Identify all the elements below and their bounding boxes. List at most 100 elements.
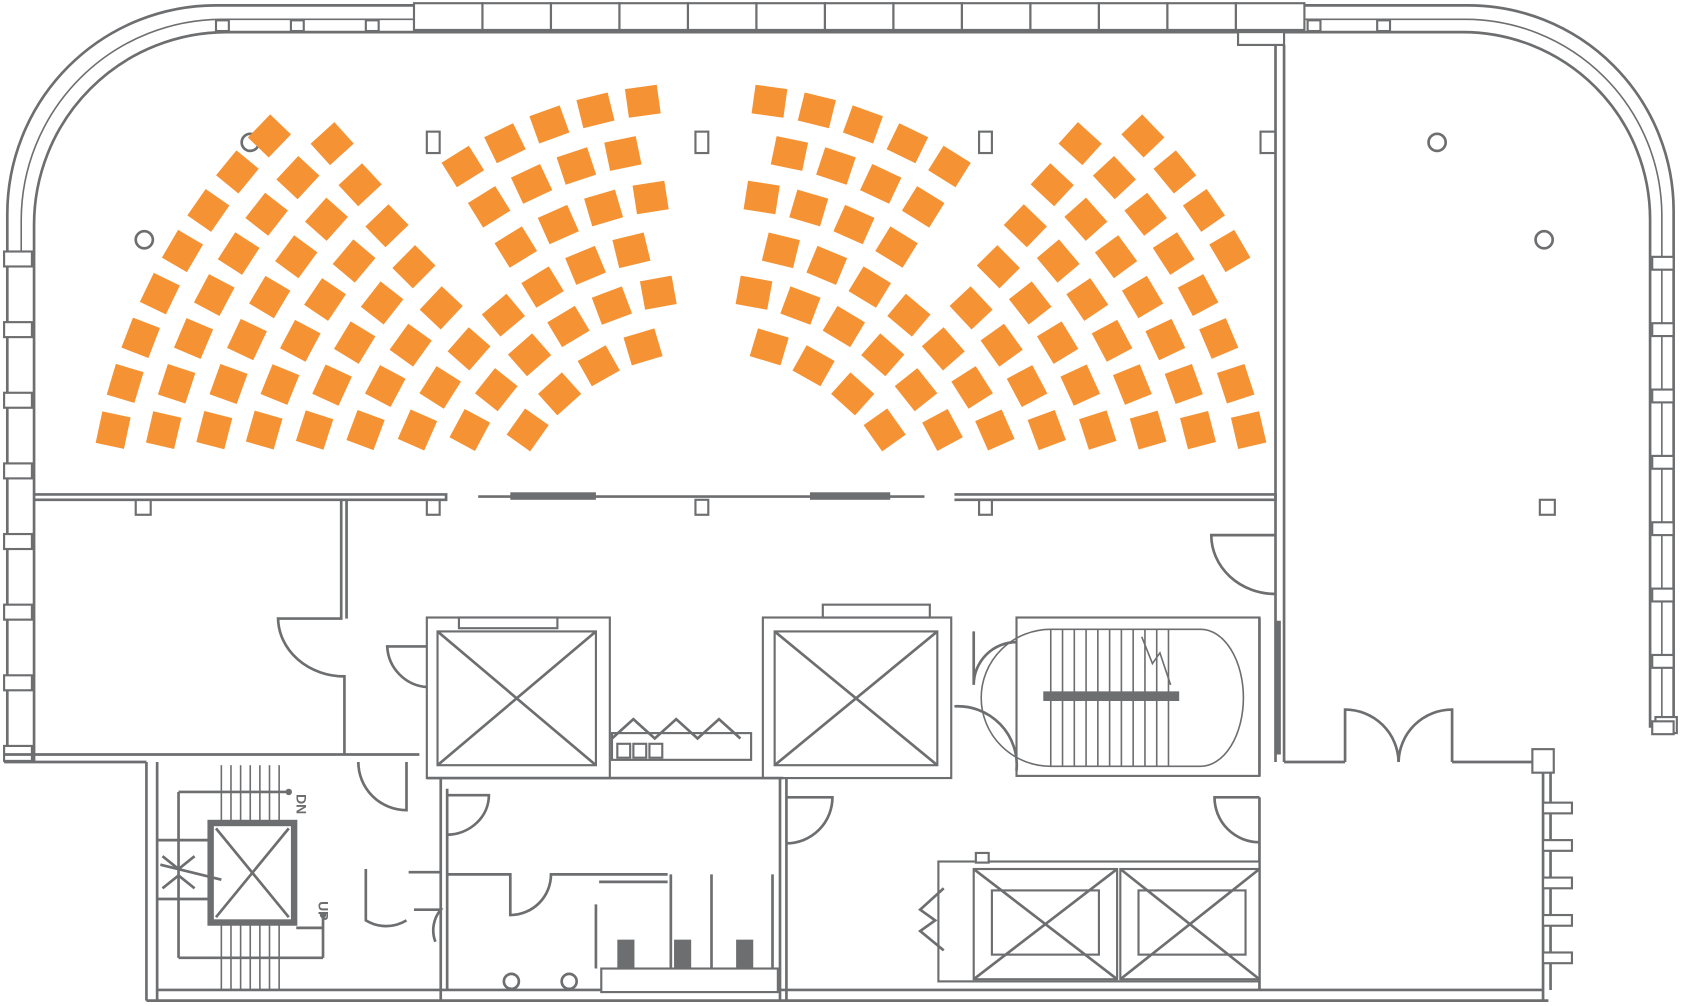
seat [161,229,204,273]
window-mullion [3,603,33,621]
window-mullion [1541,913,1574,927]
service-core [145,603,1555,1002]
seat [1124,192,1167,236]
seat [474,368,518,412]
window-mullion [1541,876,1574,890]
seat [484,123,526,164]
window-mullion [1651,255,1675,271]
stair-down-label: DN [293,794,309,814]
seat [735,275,773,310]
seat [831,372,875,416]
seat [441,145,485,188]
seat [1216,363,1255,404]
columns [134,31,1556,516]
seat [1209,229,1251,273]
seat [1152,232,1195,275]
seat [364,365,406,408]
seat [538,372,582,416]
seat [1145,318,1186,361]
seat [639,275,677,310]
seat [1079,410,1117,450]
seat [1030,163,1074,207]
seat [951,366,993,409]
window-mullion [3,391,33,409]
seat [887,293,931,337]
seat [260,364,300,405]
window-panel [686,2,758,32]
window-panel [823,2,895,32]
seat [848,266,891,308]
window-panel [1234,2,1306,32]
seat [556,147,597,185]
seat [980,323,1023,367]
seat [751,84,788,118]
seat [886,123,929,164]
seat [346,409,385,451]
window-mullion [1651,720,1675,736]
window-mullion [3,532,33,551]
seat [976,245,1020,289]
seat [922,408,963,451]
window-panel [618,2,690,32]
seat [1182,188,1225,232]
window-panel [412,2,484,32]
window-mullion [1651,388,1675,404]
window-band-top [214,2,1392,33]
seat [95,411,131,449]
window-mullion [1651,653,1675,669]
seat [338,163,382,207]
seat [157,363,196,404]
seat [332,239,376,283]
seat [1060,364,1101,406]
seat [1058,122,1102,166]
seat [921,327,965,371]
seat [275,235,318,279]
window-mullion [3,462,33,480]
seat [1177,274,1219,316]
seat [216,150,259,194]
window-mullion [3,674,33,692]
seat [863,408,906,452]
seat [789,189,829,227]
seat [173,318,214,359]
seat [449,408,491,451]
seat [577,345,620,387]
seat [860,164,902,204]
seat [247,114,291,158]
seat [1092,156,1136,200]
seat [949,286,993,330]
seat [510,164,553,204]
seat [547,305,590,348]
seat [822,305,866,348]
seat [632,180,669,215]
seat [761,232,800,269]
seat [1153,150,1197,194]
seat [1094,235,1138,279]
seat [276,156,320,200]
window-panel [1166,2,1237,32]
seat [360,281,404,325]
seat [106,363,144,403]
seat [537,204,579,245]
seat [623,328,663,366]
seat [365,204,409,248]
window-mullion [1651,587,1675,603]
window-mullion [1306,19,1322,33]
seat [295,410,334,450]
window-panel [892,2,964,32]
seat [1066,278,1109,321]
seat [842,105,883,144]
window-panel [1029,2,1100,32]
window-mullion [1376,19,1392,33]
seat [770,136,809,171]
seat [591,286,633,325]
side-room [4,499,420,812]
window-panel [1097,2,1169,32]
seat [333,321,376,364]
seat [780,286,821,325]
seat [312,364,352,406]
seat [612,232,651,269]
seat [584,189,624,227]
seat [1006,365,1048,408]
seat [217,232,260,275]
